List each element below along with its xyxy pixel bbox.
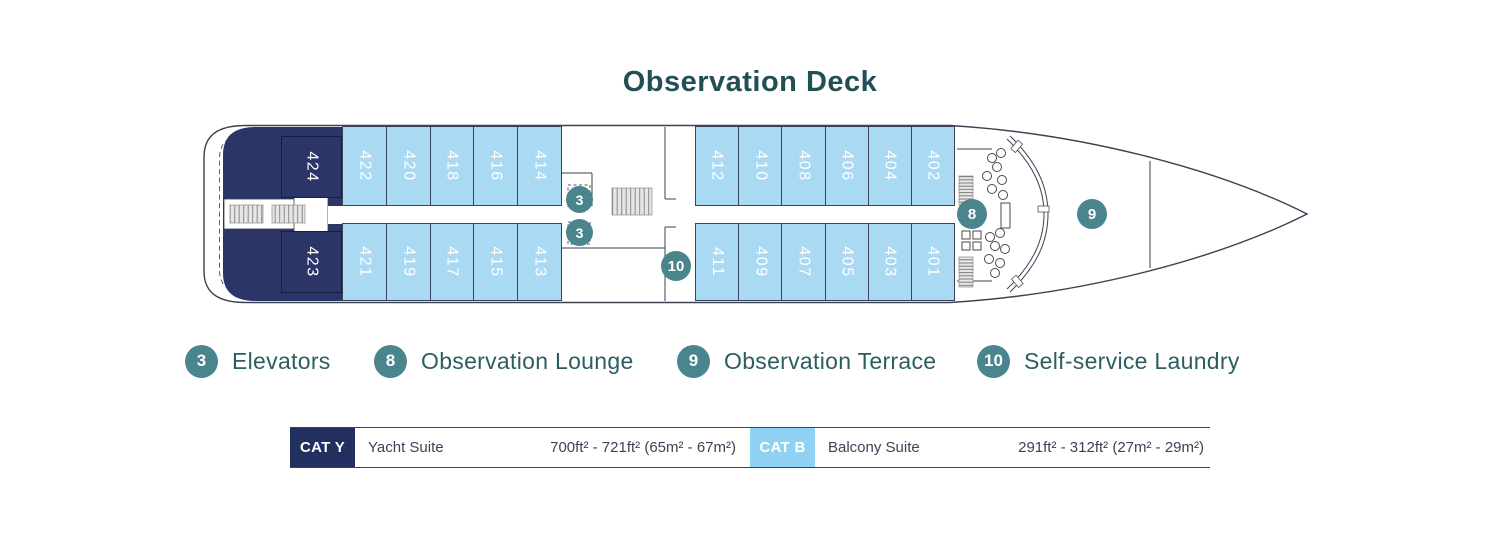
- cabin-number: 424: [303, 151, 321, 183]
- cabin: 420: [385, 127, 430, 205]
- cabin: 424: [281, 136, 342, 198]
- legend-item-observation-terrace: 9 Observation Terrace: [677, 344, 936, 378]
- cabin-number: 422: [356, 150, 374, 182]
- cabin-number: 423: [303, 246, 321, 278]
- legend-badge: 10: [977, 344, 1010, 378]
- cabin-number: 402: [924, 150, 942, 182]
- cabin: 404: [867, 127, 911, 205]
- marker-elevator: 3: [566, 186, 593, 213]
- cabin: 417: [429, 224, 474, 300]
- legend-label: Observation Terrace: [724, 347, 937, 374]
- cabin: 419: [385, 224, 430, 300]
- cabin-number: 401: [924, 246, 942, 278]
- cabin-number: 417: [443, 246, 461, 278]
- legend-item-laundry: 10 Self-service Laundry: [977, 344, 1240, 378]
- cabin: 405: [824, 224, 868, 300]
- legend-label: Observation Lounge: [421, 347, 634, 374]
- cabin-number: 410: [752, 150, 770, 182]
- window-wall: [1006, 135, 1050, 293]
- cabin-number: 420: [400, 150, 418, 182]
- cabin: 415: [473, 224, 517, 300]
- page-title: Observation Deck: [622, 66, 878, 98]
- cabin-number: 415: [487, 246, 505, 278]
- cabin-row-top-left: 422 420 418 416 414: [342, 126, 562, 206]
- cabin: 408: [781, 127, 824, 205]
- legend-badge: 9: [677, 344, 710, 378]
- category-row: CAT Y Yacht Suite 700ft² - 721ft² (65m² …: [290, 428, 750, 467]
- category-table: CAT Y Yacht Suite 700ft² - 721ft² (65m² …: [290, 427, 1210, 468]
- category-size: 700ft² - 721ft² (65m² - 67m²): [550, 439, 736, 456]
- cabin-number: 408: [795, 150, 813, 182]
- cabin: 422: [343, 127, 386, 205]
- cabin: 416: [473, 127, 517, 205]
- cabin: 411: [696, 224, 738, 300]
- cabin-number: 414: [531, 150, 549, 182]
- cabin: 401: [910, 224, 954, 300]
- cabin: 418: [429, 127, 474, 205]
- cabin: 423: [281, 231, 342, 293]
- category-size: 291ft² - 312ft² (27m² - 29m²): [1018, 439, 1204, 456]
- cabin: 406: [824, 127, 868, 205]
- cabin-number: 405: [838, 246, 856, 278]
- marker-laundry: 10: [661, 251, 691, 281]
- category-name: Balcony Suite: [828, 439, 920, 456]
- cabin-number: 419: [400, 246, 418, 278]
- marker-elevator: 3: [566, 219, 593, 246]
- legend-badge: 8: [374, 344, 407, 378]
- marker-terrace: 9: [1077, 199, 1107, 229]
- cabin: 407: [781, 224, 824, 300]
- legend-label: Elevators: [232, 347, 331, 374]
- category-row: CAT B Balcony Suite 291ft² - 312ft² (27m…: [750, 428, 1210, 467]
- cabin-number: 406: [838, 150, 856, 182]
- cabin-number: 409: [752, 246, 770, 278]
- cabin-number: 407: [795, 246, 813, 278]
- stern-dashed-line: [219, 133, 322, 295]
- legend-badge: 3: [185, 344, 218, 378]
- cabin: 410: [738, 127, 781, 205]
- cabin-number: 412: [709, 150, 727, 182]
- category-name: Yacht Suite: [368, 439, 444, 456]
- cabin-number: 413: [531, 246, 549, 278]
- legend-item-elevators: 3 Elevators: [185, 344, 331, 378]
- cabin-row-bottom-left: 421 419 417 415 413: [342, 223, 562, 301]
- legend-label: Self-service Laundry: [1024, 347, 1240, 374]
- cabin: 409: [738, 224, 781, 300]
- lounge-furniture: [958, 148, 1011, 288]
- cabin: 421: [343, 224, 386, 300]
- aft-stairs-icon: [229, 204, 306, 224]
- midship-stairs-icon: [611, 187, 653, 216]
- legend-item-observation-lounge: 8 Observation Lounge: [374, 344, 634, 378]
- cabin: 412: [696, 127, 738, 205]
- cabin: 413: [517, 224, 561, 300]
- marker-lounge: 8: [957, 199, 987, 229]
- cabin: 403: [867, 224, 911, 300]
- cabin: 414: [517, 127, 561, 205]
- cabin-number: 421: [356, 246, 374, 278]
- cabin-row-top-right: 412 410 408 406 404 402: [695, 126, 955, 206]
- cabin-row-bottom-right: 411 409 407 405 403 401: [695, 223, 955, 301]
- cabin: 402: [910, 127, 954, 205]
- cabin-number: 404: [881, 150, 899, 182]
- cabin-number: 416: [487, 150, 505, 182]
- cabin-number: 418: [443, 150, 461, 182]
- cabin-number: 411: [709, 246, 727, 278]
- category-code-swatch: CAT Y: [290, 428, 355, 467]
- category-code-swatch: CAT B: [750, 428, 815, 467]
- cabin-number: 403: [881, 246, 899, 278]
